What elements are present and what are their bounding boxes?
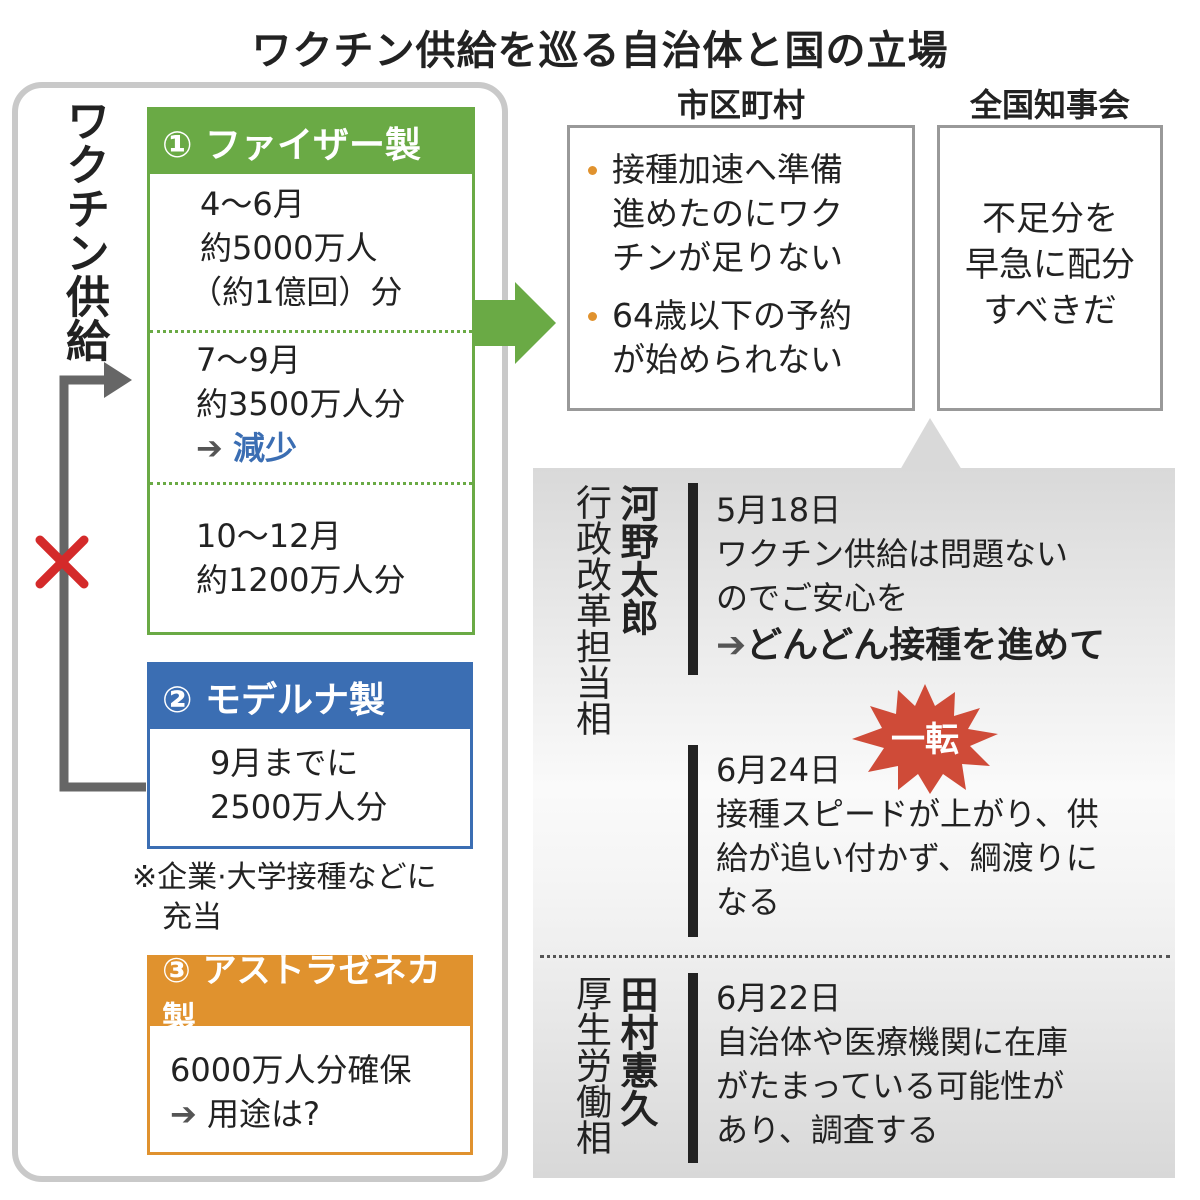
- pfizer-header: ① ファイザー製: [150, 110, 472, 174]
- astrazeneca-question: 用途は?: [206, 1095, 320, 1133]
- panel-pointer: [900, 418, 962, 470]
- tamura-name: 田村憲久: [614, 975, 658, 1127]
- ministers-panel: [533, 468, 1175, 1178]
- moderna-amount: 2500万人分: [210, 788, 388, 826]
- period: 4〜6月: [200, 185, 305, 223]
- astrazeneca-header: ③ アストラゼネカ製: [150, 951, 470, 1040]
- page-title: ワクチン供給を巡る自治体と国の立場: [251, 28, 949, 74]
- period: 10〜12月: [196, 517, 342, 555]
- cross-icon: [35, 535, 89, 589]
- statement: 6月22日 自治体や医療機関に在庫 がたまっている可能性が あり、調査する: [716, 976, 1068, 1152]
- governors-text: すべきだ: [983, 291, 1117, 331]
- statement: 6月24日 接種スピードが上がり、供 給が追い付かず、綱渡りに なる: [716, 748, 1099, 924]
- note: ※企業·大学接種などに: [132, 860, 437, 895]
- arrow-head: [104, 362, 132, 398]
- reversal-burst-icon: [852, 684, 998, 794]
- reversal-label: 一転: [891, 720, 959, 760]
- green-arrow-icon: [475, 282, 556, 364]
- municipalities-label: 市区町村: [676, 86, 805, 124]
- bullet-item: 64歳以下の予約が始められない: [580, 294, 902, 382]
- governors-box: 不足分を 早急に配分 すべきだ: [937, 125, 1163, 411]
- vaccine-supply-label: ワクチン供給: [58, 98, 109, 362]
- amount: 約3500万人分: [196, 385, 406, 423]
- municipalities-box: 接種加速へ準備進めたのにワクチンが足りない 64歳以下の予約が始められない: [567, 125, 915, 411]
- astrazeneca-box: ③ アストラゼネカ製 6000万人分確保 ➔ 用途は?: [147, 951, 473, 1155]
- bullet-item: 接種加速へ準備進めたのにワクチンが足りない: [580, 148, 902, 280]
- governors-label: 全国知事会: [969, 86, 1130, 124]
- note-cont: 充当: [162, 900, 222, 935]
- moderna-to-pfizer-arrow: [59, 375, 146, 792]
- amount: 約5000万人: [200, 229, 378, 267]
- governors-text: 不足分を: [982, 199, 1118, 239]
- arrow-icon: ➔: [196, 429, 233, 467]
- date: 6月24日: [716, 751, 842, 789]
- arrow-icon: ➔: [716, 625, 747, 666]
- amount-detail: （約1億回）分: [190, 273, 403, 311]
- moderna-header: ② モデルナ製: [150, 665, 470, 729]
- date: 5月18日: [716, 491, 842, 529]
- date: 6月22日: [716, 979, 842, 1017]
- moderna-detail: 9月までに: [210, 744, 359, 782]
- arrow-icon: ➔: [170, 1095, 207, 1133]
- moderna-box: ② モデルナ製 9月までに 2500万人分: [147, 662, 473, 849]
- governors-text: 早急に配分: [965, 245, 1135, 285]
- period: 7〜9月: [196, 341, 301, 379]
- divider: [540, 955, 1170, 958]
- kono-name: 河野太郎: [614, 484, 658, 636]
- statement: 5月18日 ワクチン供給は問題ない のでご安心を ➔どんどん接種を進めて: [716, 488, 1105, 668]
- pfizer-box: ① ファイザー製 4〜6月 約5000万人 （約1億回）分 7〜9月 約3500…: [147, 107, 475, 635]
- tamura-title: 厚生労働相: [570, 975, 611, 1155]
- vaccine-supply-frame: [12, 82, 508, 1182]
- amount: 約1200万人分: [196, 561, 406, 599]
- decrease-note: 減少: [232, 429, 297, 467]
- kono-title: 行政改革担当相: [570, 484, 611, 736]
- astrazeneca-amount: 6000万人分確保: [170, 1051, 412, 1089]
